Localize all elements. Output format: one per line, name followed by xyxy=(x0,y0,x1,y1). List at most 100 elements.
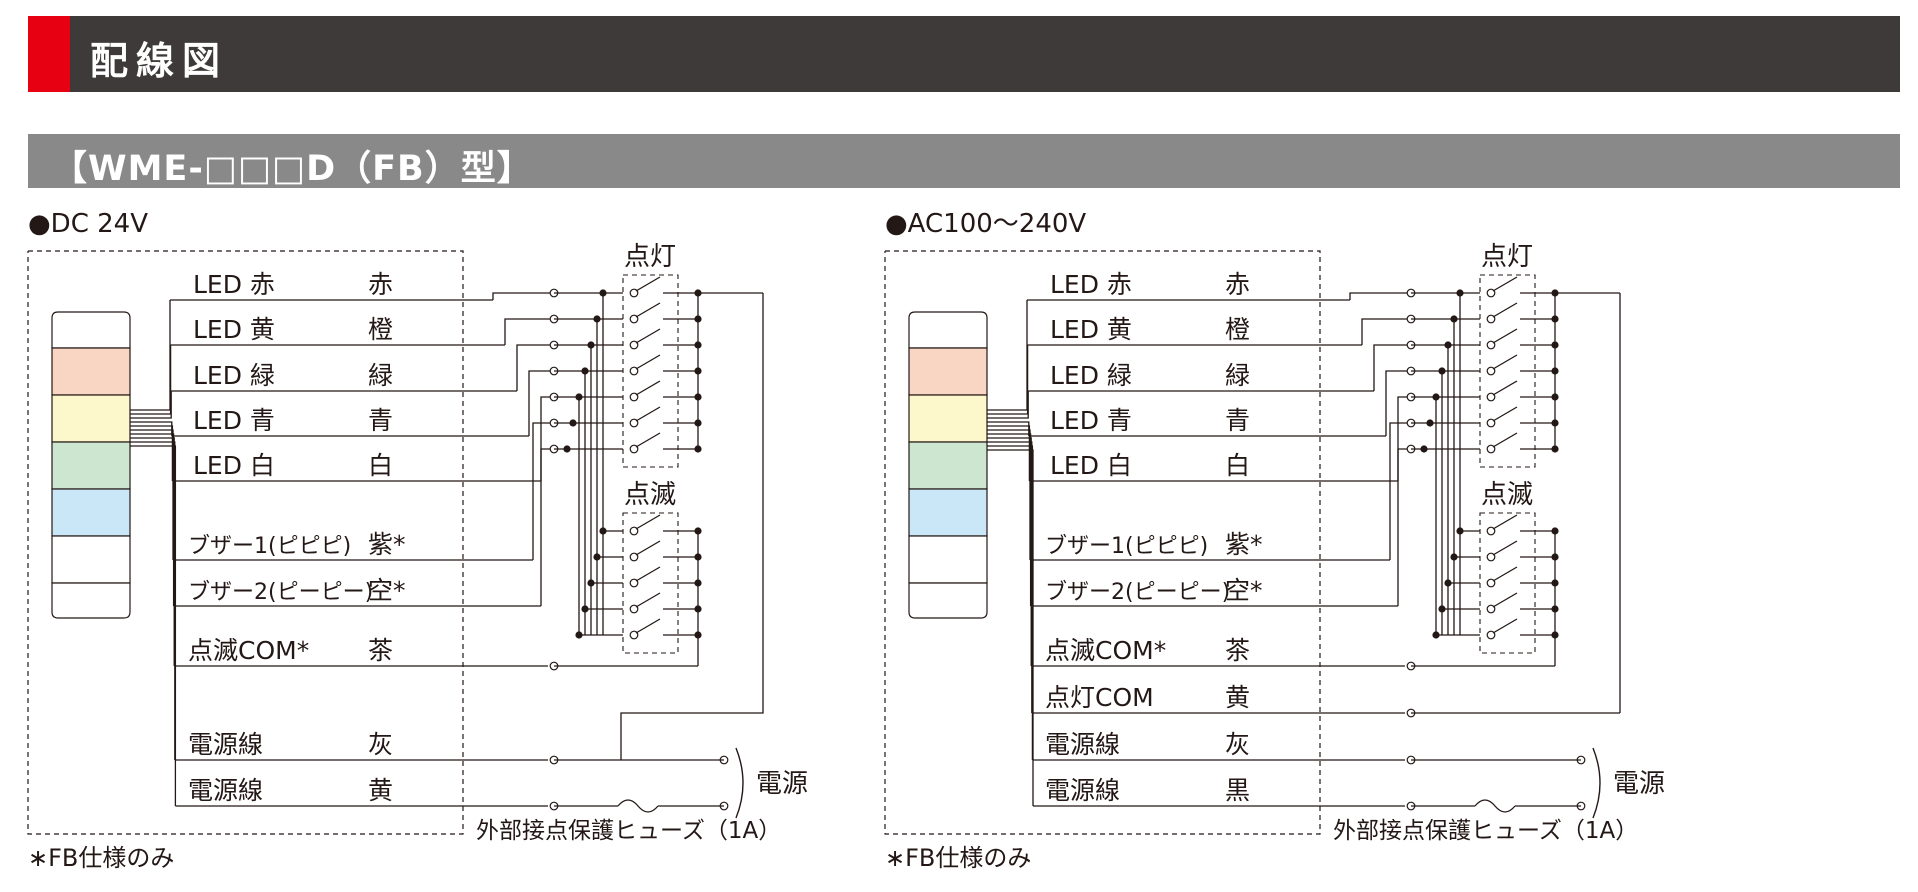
ac-wiring-diagram: ●AC100〜240VLED 赤赤LED 黄橙LED 緑緑LED 青青LED 白… xyxy=(884,209,1665,872)
wire-label: LED 青 xyxy=(193,406,275,435)
lead-wire xyxy=(130,445,177,806)
wire-color-label: 緑 xyxy=(368,361,393,390)
switch-bank: 点灯 xyxy=(1420,242,1559,468)
lead-wire xyxy=(130,300,171,411)
fuse-label: 外部接点保護ヒューズ（1A） xyxy=(1333,818,1638,844)
switch-bank-label: 点滅 xyxy=(624,480,676,510)
terminal xyxy=(629,630,639,640)
wire-color-label: 橙 xyxy=(1225,315,1250,344)
wire-label: ブザー2(ピーピー) xyxy=(188,580,373,605)
led-route xyxy=(1361,318,1411,345)
tower-tier xyxy=(908,441,988,490)
fuse-symbol xyxy=(1474,799,1516,813)
switch-blade xyxy=(635,514,661,530)
signal-tower xyxy=(51,311,131,619)
power-brace xyxy=(735,747,744,819)
terminal xyxy=(1486,314,1496,324)
terminal xyxy=(629,604,639,614)
buzzer-route xyxy=(1389,422,1411,560)
wire-color-label: 青 xyxy=(1225,406,1250,435)
buzzer-route xyxy=(1397,448,1411,606)
wire-color-label: 茶 xyxy=(1225,636,1250,665)
led-route xyxy=(492,292,554,300)
switch-blade xyxy=(635,618,661,634)
wire-color-label: 赤 xyxy=(368,270,393,299)
section-title: 配線図 xyxy=(90,39,229,83)
wire-label: LED 黄 xyxy=(1050,315,1132,344)
terminal xyxy=(1486,418,1496,428)
switch-bank-label: 点滅 xyxy=(1481,480,1533,510)
tower-tier xyxy=(51,394,131,443)
lead-wire xyxy=(987,441,1033,713)
switch-bank: 点滅 xyxy=(1432,480,1559,654)
tower-base xyxy=(51,582,131,619)
tower-tier xyxy=(908,535,988,584)
diagram-subtitle: ●AC100〜240V xyxy=(885,209,1086,239)
switch-bank-label: 点灯 xyxy=(624,242,676,272)
lead-wire xyxy=(987,433,1032,606)
wire-label: 電源線 xyxy=(1045,776,1120,805)
lead-wire xyxy=(130,391,172,419)
wire-label: 電源線 xyxy=(188,776,263,805)
buzzer-route xyxy=(532,422,554,560)
switch-bank: 点滅 xyxy=(575,480,702,654)
terminal xyxy=(1486,630,1496,640)
wire-color-label: 赤 xyxy=(1225,270,1250,299)
switch-blade xyxy=(1492,302,1518,318)
switch-blade xyxy=(1492,328,1518,344)
signal-tower xyxy=(908,311,988,619)
wire-color-label: 空* xyxy=(1225,576,1263,605)
wire-color-label: 空* xyxy=(368,576,406,605)
terminal xyxy=(1486,552,1496,562)
terminal xyxy=(1486,392,1496,402)
wire-label: 電源線 xyxy=(1045,730,1120,759)
terminal xyxy=(1486,526,1496,536)
power-label: 電源 xyxy=(1613,769,1665,799)
switch-blade xyxy=(635,566,661,582)
terminal xyxy=(1486,604,1496,614)
lead-wire xyxy=(130,437,175,666)
switch-bank-label: 点灯 xyxy=(1481,242,1533,272)
unit-outline xyxy=(884,250,1321,835)
wire-label: 点滅COM* xyxy=(1045,636,1166,665)
switch-blade xyxy=(635,354,661,370)
lead-wire xyxy=(130,345,172,415)
wire-label: LED 白 xyxy=(1050,451,1132,480)
switch-blade xyxy=(635,328,661,344)
wire-color-label: 灰 xyxy=(368,730,393,759)
wire-color-label: 黄 xyxy=(368,776,393,805)
terminal xyxy=(1486,444,1496,454)
power-brace xyxy=(1592,747,1601,819)
tower-base xyxy=(908,582,988,619)
tower-tier xyxy=(51,347,131,396)
wire-label: LED 緑 xyxy=(193,361,275,390)
switch-blade xyxy=(1492,354,1518,370)
terminal xyxy=(629,444,639,454)
lead-wire xyxy=(987,391,1029,419)
terminal xyxy=(629,526,639,536)
tower-tier xyxy=(51,441,131,490)
model-header: 【WME-□□□D（FB）型】 xyxy=(28,134,1900,189)
fuse-label: 外部接点保護ヒューズ（1A） xyxy=(476,818,781,844)
switch-blade xyxy=(1492,566,1518,582)
switch-blade xyxy=(1492,432,1518,448)
terminal xyxy=(1486,288,1496,298)
accent-bar xyxy=(28,16,70,92)
terminal xyxy=(1486,340,1496,350)
switch-blade xyxy=(635,592,661,608)
switch-blade xyxy=(1492,406,1518,422)
dc-wiring-diagram: ●DC 24VLED 赤赤LED 黄橙LED 緑緑LED 青青LED 白白ブザー… xyxy=(27,209,808,872)
wire-color-label: 紫* xyxy=(368,530,406,559)
terminal xyxy=(629,578,639,588)
terminal xyxy=(629,392,639,402)
tower-tier xyxy=(908,347,988,396)
tower-tier xyxy=(51,488,131,537)
terminal xyxy=(629,288,639,298)
wire-label: LED 黄 xyxy=(193,315,275,344)
terminal xyxy=(629,552,639,562)
wire-color-label: 紫* xyxy=(1225,530,1263,559)
junction-dot xyxy=(563,445,571,453)
wire-color-label: 白 xyxy=(1225,451,1250,480)
lead-wire xyxy=(130,433,175,606)
